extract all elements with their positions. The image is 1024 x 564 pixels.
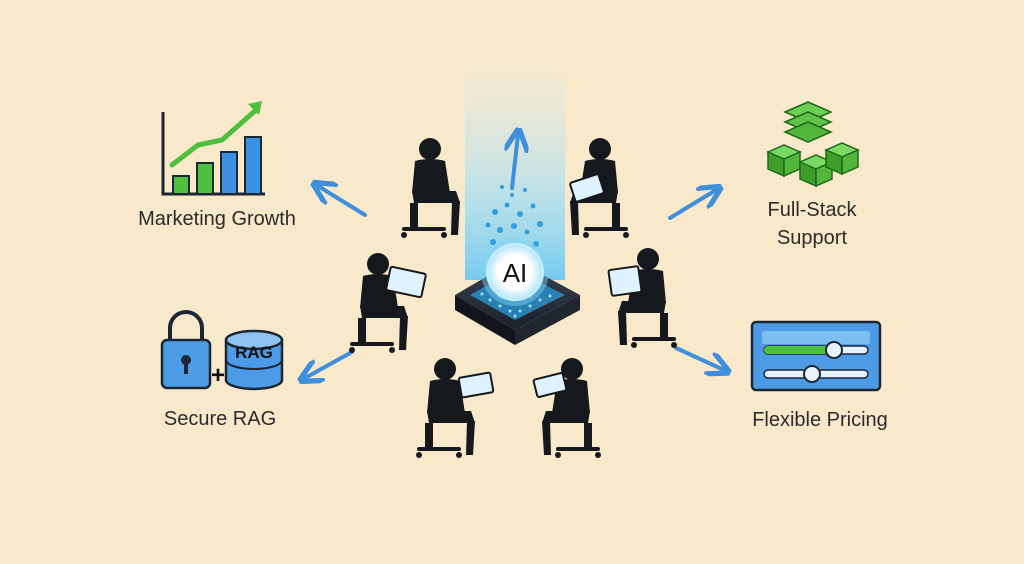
arrow-to-pricing <box>674 346 724 370</box>
ai-label: AI <box>503 258 528 288</box>
arrow-up <box>512 135 518 190</box>
database-icon <box>224 329 284 391</box>
lock-database-icon: RAG + <box>160 310 284 391</box>
tablet-icon <box>607 265 643 297</box>
rag-badge: RAG <box>235 343 273 362</box>
growth-chart-icon <box>161 101 265 196</box>
fullstack-label-line1: Full-Stack <box>767 199 857 221</box>
person-bottom-left <box>416 358 475 458</box>
slider-panel-icon <box>750 320 882 392</box>
tablet-icon <box>532 372 568 398</box>
person-top-left <box>401 138 460 238</box>
tablet-icon <box>457 371 495 399</box>
ai-orb <box>481 238 549 306</box>
data-particles <box>485 185 543 247</box>
arrow-to-fullstack <box>668 190 716 220</box>
arrow-to-marketing <box>318 186 367 217</box>
marketing-growth-label: Marketing Growth <box>138 208 296 230</box>
person-bottom-right <box>542 358 601 458</box>
slider-handle <box>825 341 843 359</box>
slider-handle <box>803 365 821 383</box>
person-mid-right <box>618 248 677 348</box>
tablet-icon <box>385 265 427 299</box>
plus-sign: + <box>211 362 225 389</box>
secure-rag-label: Secure RAG <box>163 408 277 430</box>
flexible-pricing-label: Flexible Pricing <box>752 409 888 431</box>
business-people <box>349 138 677 458</box>
tablet-icon <box>569 173 605 203</box>
arrow-to-rag <box>305 350 354 378</box>
fullstack-label-line2: Support <box>776 227 848 249</box>
stacked-cubes-icon <box>766 101 860 188</box>
